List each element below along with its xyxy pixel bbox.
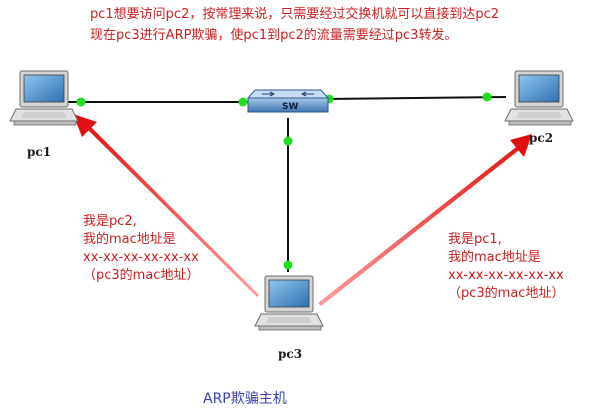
link-dot bbox=[283, 260, 293, 270]
pc1-laptop-icon bbox=[9, 70, 79, 126]
message-line: 我的mac地址是 bbox=[83, 232, 176, 247]
message-line: 我是pc2, bbox=[83, 214, 137, 229]
link-dot bbox=[76, 97, 86, 107]
arrow-pc3-to-pc2 bbox=[318, 134, 532, 306]
message-mac: xx-xx-xx-xx-xx-xx bbox=[83, 250, 199, 265]
link-dot bbox=[482, 92, 492, 102]
description-line-2: 现在pc3进行ARP欺骗，使pc1到pc2的流量需要经过pc3转发。 bbox=[90, 28, 458, 43]
pc3-laptop-icon bbox=[254, 275, 324, 331]
link-dot bbox=[238, 97, 248, 107]
pc1-label: pc1 bbox=[27, 145, 52, 159]
pc2-label: pc2 bbox=[529, 131, 554, 145]
switch-label: SW bbox=[282, 102, 298, 112]
message-note: （pc3的mac地址） bbox=[83, 268, 200, 283]
message-note: （pc3的mac地址） bbox=[448, 286, 565, 301]
message-line: 我是pc1, bbox=[448, 232, 502, 247]
spoof-message-to-pc1: 我是pc2, 我的mac地址是 xx-xx-xx-xx-xx-xx （pc3的m… bbox=[83, 213, 199, 285]
spoof-message-to-pc2: 我是pc1, 我的mac地址是 xx-xx-xx-xx-xx-xx （pc3的m… bbox=[448, 231, 564, 303]
link-switch-pc2 bbox=[325, 96, 507, 100]
description-line-1: pc1想要访问pc2，按常理来说，只需要经过交换机就可以直接到达pc2 bbox=[90, 7, 500, 22]
pc3-label: pc3 bbox=[278, 347, 303, 361]
message-line: 我的mac地址是 bbox=[448, 250, 541, 265]
message-mac: xx-xx-xx-xx-xx-xx bbox=[448, 268, 564, 283]
spoofing-host-caption: ARP欺骗主机 bbox=[203, 391, 287, 407]
pc2-laptop-icon bbox=[504, 70, 574, 126]
arrow-pc3-to-pc1 bbox=[73, 114, 259, 297]
switch-icon bbox=[246, 89, 330, 113]
link-dot bbox=[283, 136, 293, 146]
